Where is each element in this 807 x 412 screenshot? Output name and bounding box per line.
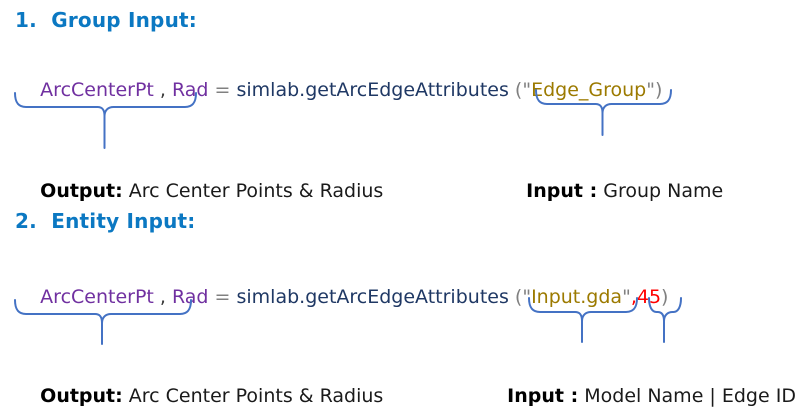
code1-function-name: simlab.getArcEdgeAttributes <box>236 79 515 101</box>
output-label-bold: Output: <box>40 180 123 202</box>
section1-output-label: Output: Arc Center Points & Radius <box>16 158 383 224</box>
section2-input-label: Input : Model Name | Edge ID <box>483 363 796 412</box>
code2-output-var1: ArcCenterPt <box>40 286 154 308</box>
code2-close-quote: " <box>622 286 631 308</box>
code1-close-paren: ") <box>646 79 663 101</box>
section1-heading: 1. Group Input: <box>15 8 197 32</box>
output-label-bold: Output: <box>40 385 123 407</box>
input-label-bold: Input : <box>507 385 579 407</box>
code2-close-paren: ) <box>661 286 669 308</box>
code2-output-var2: Rad <box>172 286 209 308</box>
input-label-text: Group Name <box>597 180 724 202</box>
section2-code-line: ArcCenterPt , Rad = simlab.getArcEdgeAtt… <box>16 264 668 330</box>
code1-equals: = <box>208 79 237 101</box>
code1-comma: , <box>153 79 172 101</box>
section2-heading: 2. Entity Input: <box>15 209 196 233</box>
code2-number-arg: ,45 <box>630 286 662 308</box>
output-label-text: Arc Center Points & Radius <box>122 180 384 202</box>
section1-code-line: ArcCenterPt , Rad = simlab.getArcEdgeAtt… <box>16 57 662 123</box>
code2-string-arg: Input.gda <box>531 286 623 308</box>
section2-output-label: Output: Arc Center Points & Radius <box>16 363 383 412</box>
output-label-text: Arc Center Points & Radius <box>122 385 384 407</box>
code2-open-paren: (" <box>514 286 532 308</box>
input-label-text: Model Name | Edge ID <box>578 385 796 407</box>
underbrace-section2-model-name <box>528 297 638 343</box>
underbrace-section2-edge-id <box>648 297 682 343</box>
underbrace-section1-output <box>14 92 197 149</box>
code2-equals: = <box>208 286 237 308</box>
underbrace-section1-input <box>535 89 672 136</box>
input-label-bold: Input : <box>526 180 598 202</box>
code1-string-arg: Edge_Group <box>531 79 647 101</box>
code2-comma: , <box>153 286 172 308</box>
code1-output-var2: Rad <box>172 79 209 101</box>
section1-input-label: Input : Group Name <box>502 158 723 224</box>
code1-open-paren: (" <box>514 79 532 101</box>
code1-output-var1: ArcCenterPt <box>40 79 154 101</box>
code2-function-name: simlab.getArcEdgeAttributes <box>236 286 515 308</box>
underbrace-section2-output <box>14 299 192 345</box>
